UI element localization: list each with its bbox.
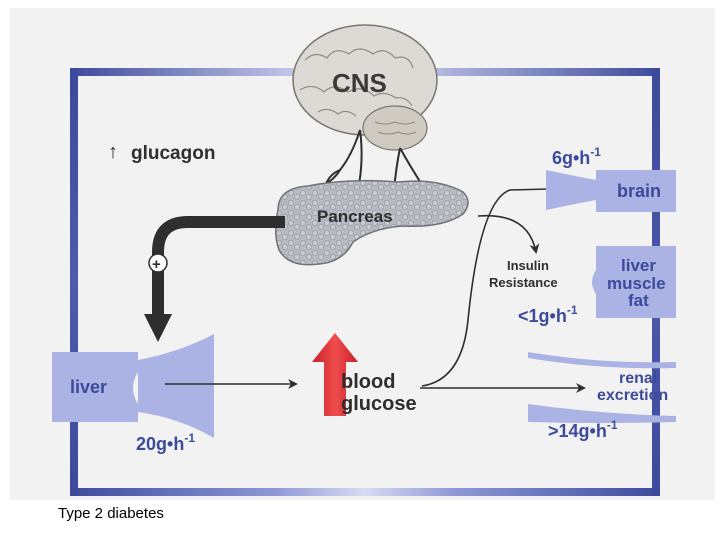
renal-label-line1: renal	[619, 370, 657, 387]
insulin-resistance-line2: Resistance	[489, 275, 558, 290]
renal-label-line2: excretion	[597, 387, 668, 404]
brain-organ-box	[592, 170, 676, 212]
cns-label: CNS	[332, 68, 387, 98]
blood-label-line2: glucose	[341, 393, 417, 415]
caption: Type 2 diabetes	[58, 505, 164, 522]
liver-organ-box	[52, 352, 138, 422]
tissue-label-muscle: muscle	[607, 274, 666, 293]
blood-label-line1: blood	[341, 371, 395, 393]
tissue-label-fat: fat	[628, 291, 649, 310]
renal-excretion-rate: >14g•h-1	[548, 418, 618, 441]
renal-channel-bottom	[528, 404, 676, 423]
liver-left-label: liver	[70, 377, 107, 397]
glucagon-arrowhead	[144, 314, 172, 342]
insulin-resistance-line1: Insulin	[507, 258, 549, 273]
brain-uptake-rate: 6g•h-1	[552, 145, 601, 168]
liver-outflow-channel	[138, 334, 214, 438]
brain-illustration	[292, 24, 438, 151]
stimulation-sign-label: +	[152, 256, 161, 273]
renal-channel-top	[528, 352, 676, 369]
liver-output-rate: 20g•h-1	[136, 431, 195, 454]
brain-inflow-channel	[546, 170, 596, 210]
pancreas-illustration	[275, 179, 469, 266]
glucagon-flow-arrow	[152, 216, 285, 318]
pancreas-label: Pancreas	[317, 207, 393, 226]
stimulation-sign	[148, 253, 168, 273]
glucagon-up-arrow: ↑	[108, 141, 118, 163]
brain-label: brain	[617, 181, 661, 201]
glucagon-label: glucagon	[131, 143, 215, 164]
tissue-uptake-rate: <1g•h-1	[518, 303, 578, 326]
blood-to-brain-arrow	[421, 183, 590, 387]
tissue-organ-box	[592, 246, 676, 318]
tissue-label-liver: liver	[621, 256, 656, 275]
insulin-resistance-arrow	[477, 214, 540, 254]
blood-glucose-rise-arrow	[312, 333, 358, 416]
